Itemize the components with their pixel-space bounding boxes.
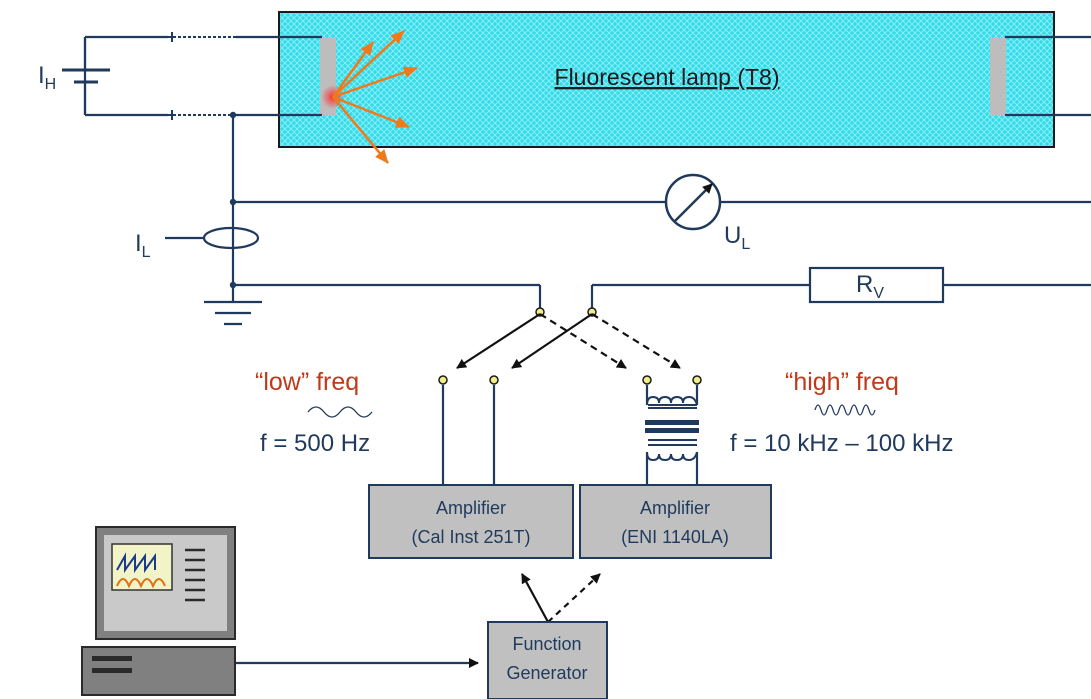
ul-label: UL <box>724 222 750 253</box>
junction-dots <box>229 111 237 289</box>
high-freq-value: f = 10 kHz – 100 kHz <box>730 430 953 457</box>
amplifier-eni-box <box>579 484 772 559</box>
amp2-line2: (ENI 1140LA) <box>621 527 729 547</box>
low-freq-value: f = 500 Hz <box>260 430 370 457</box>
voltmeter-icon <box>664 173 722 231</box>
generator-arrows <box>521 573 601 623</box>
computer-icon <box>81 526 236 696</box>
current-probe <box>202 226 260 250</box>
high-freq-wave-icon <box>814 404 876 416</box>
ground-symbol <box>204 300 262 326</box>
lamp-title: Fluorescent lamp (T8) <box>555 64 780 90</box>
transformer-icon <box>645 395 699 462</box>
rv-label: RV <box>856 271 884 302</box>
wires <box>83 35 1091 668</box>
low-freq-wave-icon <box>307 406 373 418</box>
switch-terminals <box>438 307 702 385</box>
battery-symbol <box>62 37 110 115</box>
low-freq-title: “low” freq <box>255 368 359 396</box>
amplifier-cal-inst-box <box>368 484 574 559</box>
fg-line1: Function <box>512 634 581 654</box>
ih-label: IH <box>38 62 56 93</box>
switch-arrows <box>456 313 681 369</box>
resistor <box>808 266 945 304</box>
emission-arrows <box>331 30 418 164</box>
heater-connectors <box>168 32 236 120</box>
function-generator-box <box>487 621 608 699</box>
amp1-line1: Amplifier <box>436 498 506 518</box>
high-freq-title: “high” freq <box>785 368 899 396</box>
fg-line2: Generator <box>506 663 587 683</box>
il-label: IL <box>135 230 151 261</box>
right-electrode <box>990 38 1006 115</box>
amp1-line2: (Cal Inst 251T) <box>411 527 530 547</box>
amp2-line1: Amplifier <box>640 498 710 518</box>
